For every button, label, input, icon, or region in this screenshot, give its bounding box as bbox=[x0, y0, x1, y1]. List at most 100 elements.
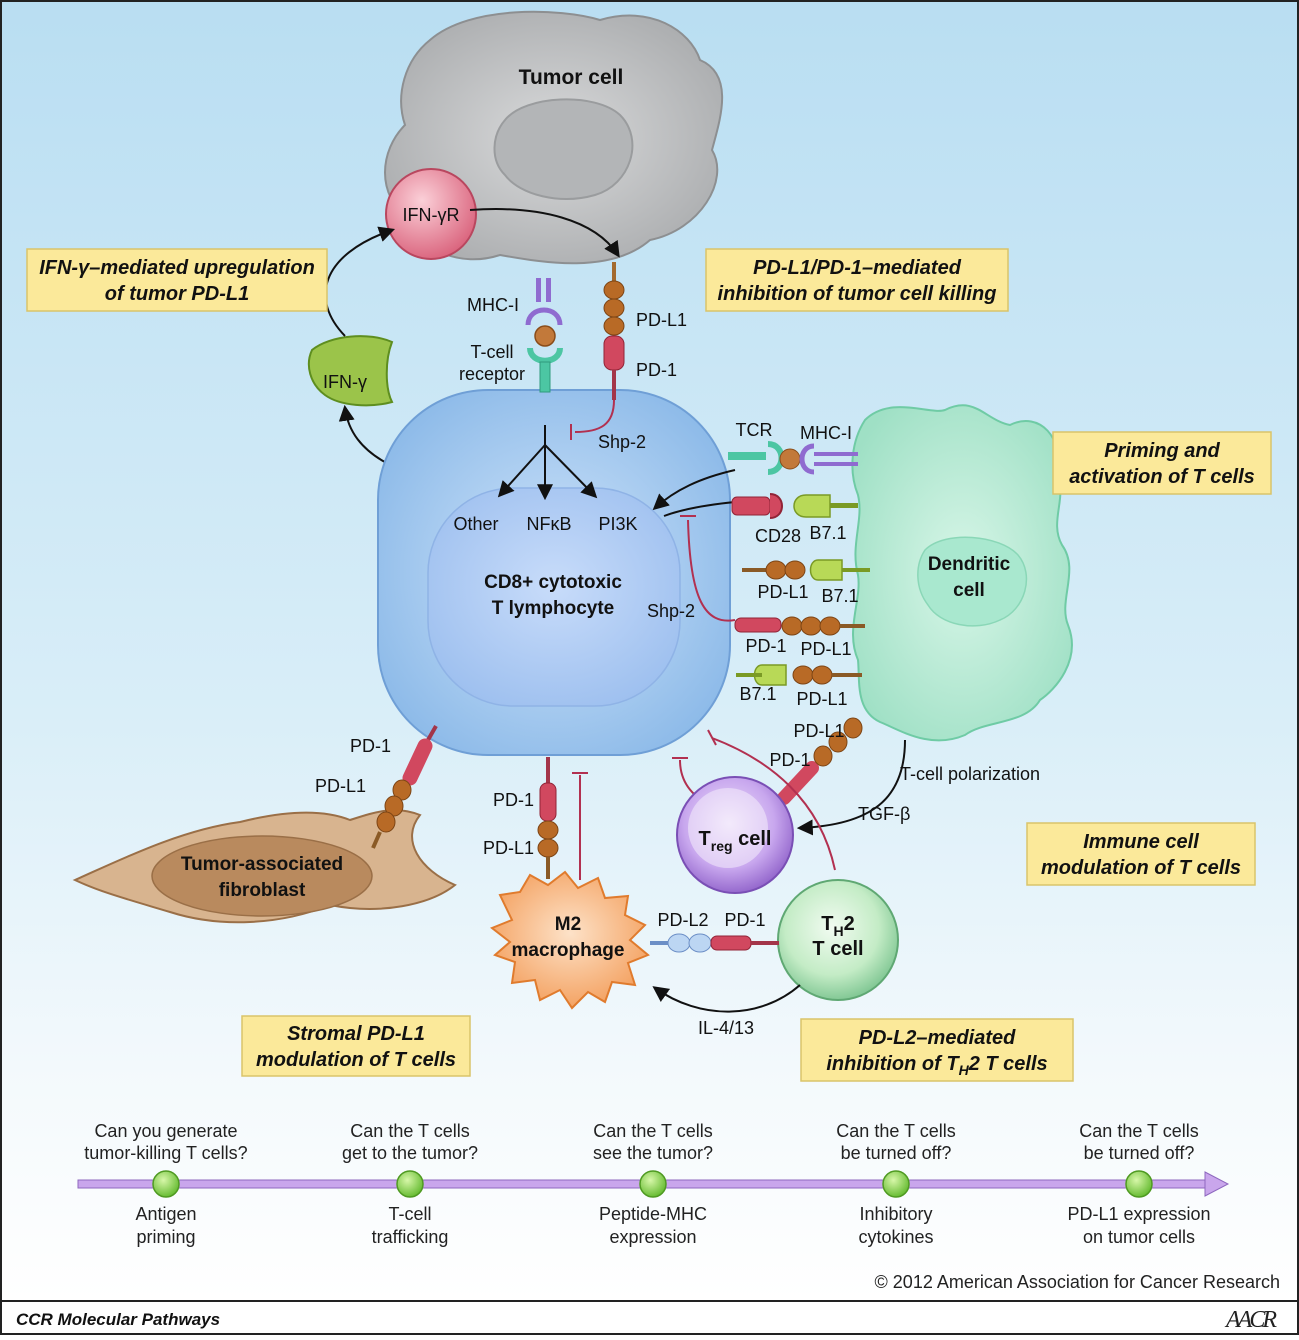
th2-label-line2: T cell bbox=[812, 938, 863, 960]
pd1-receptor-2 bbox=[734, 617, 782, 633]
pi3k-label: PI3K bbox=[598, 514, 637, 534]
cd28-label: CD28 bbox=[755, 526, 801, 546]
mac-pdl1-label: PD-L1 bbox=[483, 838, 534, 858]
timeline-node bbox=[396, 1170, 424, 1198]
pdl1-bead bbox=[800, 616, 822, 636]
pdl1-bead bbox=[603, 316, 625, 336]
callout-ifn-line2: of tumor PD-L1 bbox=[105, 283, 249, 305]
th2-pd1-stem bbox=[751, 941, 779, 945]
pdl1-dc-treg-label: PD-L1 bbox=[793, 721, 844, 741]
b71-receptor-3 bbox=[753, 664, 787, 686]
tcr-stem bbox=[539, 361, 551, 393]
pdl1-bead bbox=[537, 820, 559, 840]
timeline-step: Inhibitory bbox=[859, 1204, 932, 1224]
pdl1-top-label: PD-L1 bbox=[636, 310, 687, 330]
callout-pdl1 bbox=[705, 248, 1009, 312]
b71-stem-2 bbox=[842, 568, 870, 572]
copyright: © 2012 American Association for Cancer R… bbox=[875, 1272, 1280, 1292]
callout-priming bbox=[1052, 431, 1272, 495]
mhc1-label: MHC-I bbox=[467, 295, 519, 315]
dendritic-label-line2: cell bbox=[953, 580, 985, 601]
journal-name: CCR Molecular Pathways bbox=[16, 1310, 220, 1329]
treg-nucleus bbox=[688, 788, 768, 868]
macrophage-label-line2: macrophage bbox=[512, 940, 625, 961]
callout-stromal-line1: Stromal PD-L1 bbox=[287, 1023, 425, 1045]
callout-pdl2 bbox=[800, 1018, 1074, 1082]
dc-peptide bbox=[779, 448, 801, 470]
mac-pd1-stem bbox=[546, 757, 550, 783]
th2-cell bbox=[777, 879, 899, 1001]
pdl2-stem bbox=[650, 941, 668, 945]
callout-pdl1-line1: PD-L1/PD-1–mediated bbox=[753, 257, 962, 279]
pdl1-bead bbox=[811, 665, 833, 685]
timeline-step-5: Can the T cells be turned off? PD-L1 exp… bbox=[1067, 1121, 1210, 1247]
mhc1-dc-label: MHC-I bbox=[800, 423, 852, 443]
fibroblast-nucleus bbox=[151, 835, 373, 917]
other-label: Other bbox=[453, 514, 498, 534]
timeline-arrowhead bbox=[1204, 1171, 1230, 1197]
pdl1-bead bbox=[819, 616, 841, 636]
tumor-cell-label: Tumor cell bbox=[519, 66, 624, 89]
pdl2-label: PD-L2 bbox=[657, 910, 708, 930]
b71-label-3: B7.1 bbox=[739, 684, 776, 704]
timeline-question: Can you generate bbox=[94, 1121, 237, 1141]
pdl1-stem-3 bbox=[832, 673, 862, 677]
timeline-question: Can the T cells bbox=[593, 1121, 712, 1141]
pdl1-mid-label: PD-L1 bbox=[757, 582, 808, 602]
pdl1-bead bbox=[376, 811, 396, 833]
b71-stem-3 bbox=[736, 673, 762, 677]
th2-inhibit-line bbox=[711, 737, 836, 871]
timeline-step: Antigen bbox=[135, 1204, 196, 1224]
cd8-nucleus bbox=[427, 487, 681, 707]
pd1-top-label: PD-1 bbox=[636, 360, 677, 380]
mac-pd1-label: PD-1 bbox=[493, 790, 534, 810]
timeline-question: Can the T cells bbox=[350, 1121, 469, 1141]
cd28-receptor bbox=[731, 496, 771, 516]
dc-tcr-stem bbox=[728, 452, 766, 460]
timeline-node bbox=[639, 1170, 667, 1198]
timeline-question: Can the T cells bbox=[836, 1121, 955, 1141]
macrophage-label-line1: M2 bbox=[555, 914, 581, 935]
pdl1-stem-top bbox=[612, 262, 616, 282]
aacr-logo: AACR bbox=[1224, 1307, 1277, 1333]
pdl1-bead bbox=[603, 298, 625, 318]
mac-pdl1-stem bbox=[546, 857, 550, 879]
mhc1-stem-left bbox=[536, 278, 541, 302]
timeline-node bbox=[882, 1170, 910, 1198]
timeline-question: tumor-killing T cells? bbox=[84, 1143, 247, 1163]
callout-pdl2-line1: PD-L2–mediated bbox=[859, 1027, 1016, 1049]
mhc1-cup bbox=[525, 307, 563, 326]
th2-pd1-label: PD-1 bbox=[724, 910, 765, 930]
timeline-question: get to the tumor? bbox=[342, 1143, 478, 1163]
mhc1-stem-right bbox=[546, 278, 551, 302]
callout-ifn-line1: IFN-γ–mediated upregulation bbox=[39, 257, 315, 279]
timeline-question: be turned off? bbox=[1084, 1143, 1195, 1163]
arrow-to-pi3k bbox=[544, 444, 598, 499]
callout-priming-line2: activation of T cells bbox=[1069, 466, 1255, 488]
tcr-label-line2: receptor bbox=[459, 364, 525, 384]
callout-pdl2-line2: inhibition of TH2 T cells bbox=[826, 1053, 1047, 1078]
il4-arrow bbox=[652, 984, 801, 1013]
pdl1-bead bbox=[828, 731, 848, 753]
pdl1-bead bbox=[813, 745, 833, 767]
b71-ligand-2 bbox=[809, 559, 843, 581]
shp2-top-label: Shp-2 bbox=[598, 432, 646, 452]
callout-immune-line2: modulation of T cells bbox=[1041, 857, 1241, 879]
pdl1-bead bbox=[843, 717, 863, 739]
timeline-node bbox=[1125, 1170, 1153, 1198]
pdl1-bead bbox=[792, 665, 814, 685]
shp2-inhibit-line bbox=[574, 399, 615, 433]
tgfb-label: TGF-β bbox=[858, 804, 910, 824]
timeline-step: cytokines bbox=[858, 1227, 933, 1247]
b71-label-1: B7.1 bbox=[809, 523, 846, 543]
pdl1-bead bbox=[784, 560, 806, 580]
b71-ligand bbox=[793, 494, 831, 518]
polarization-label: T-cell polarization bbox=[900, 764, 1040, 784]
fib-pdl1-stem bbox=[371, 831, 382, 849]
pd1-receptor bbox=[603, 335, 625, 371]
arrow-to-other bbox=[497, 444, 546, 498]
treg-pd1-receptor bbox=[777, 761, 819, 805]
ifngr-label: IFN-γR bbox=[403, 205, 460, 225]
mac-pd1-receptor bbox=[539, 782, 557, 822]
